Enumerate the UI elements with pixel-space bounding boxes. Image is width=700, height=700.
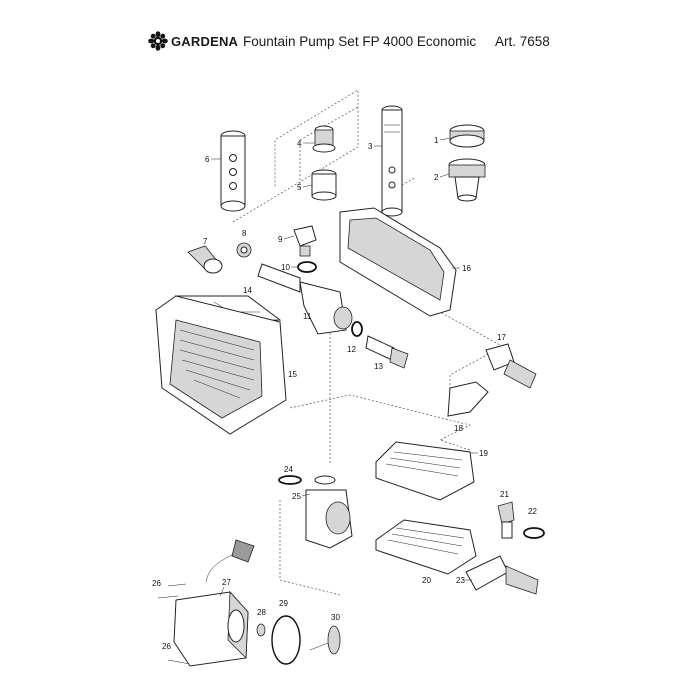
part-label: 27: [219, 578, 231, 597]
svg-text:1: 1: [434, 136, 439, 145]
part-label: 16: [452, 264, 471, 273]
svg-text:26: 26: [162, 642, 171, 651]
svg-text:6: 6: [205, 155, 210, 164]
part-label: 24: [284, 465, 293, 474]
part-label: 14: [243, 286, 252, 295]
part-label: 29: [279, 599, 288, 608]
part-10-o-ring: [297, 261, 317, 273]
part-25-pump-head: [305, 475, 353, 549]
part-labels: 1 2 3 4 5 6 7 8 9 10 11 12 13 14 15 16 1…: [152, 136, 537, 651]
part-13-nozzle: [365, 335, 409, 369]
part-label: 28: [257, 608, 266, 617]
svg-text:29: 29: [279, 599, 288, 608]
gardena-flower-icon: [148, 31, 168, 51]
part-28-washer: [256, 623, 266, 637]
part-label: 7: [203, 237, 208, 246]
part-label: 13: [374, 362, 383, 371]
svg-text:26: 26: [152, 579, 161, 588]
svg-text:12: 12: [347, 345, 356, 354]
gardena-logo: GARDENA: [148, 31, 238, 51]
part-11-distributor: [257, 263, 353, 335]
part-label: 30: [331, 613, 340, 622]
svg-text:18: 18: [454, 424, 463, 433]
part-label: 1: [434, 136, 451, 145]
part-4-nozzle: [312, 125, 336, 153]
part-21-valve: [497, 501, 515, 539]
part-label: 9: [278, 235, 295, 244]
svg-text:28: 28: [257, 608, 266, 617]
svg-text:17: 17: [497, 333, 506, 342]
svg-text:8: 8: [242, 229, 247, 238]
part-label: 11: [303, 312, 312, 321]
svg-text:13: 13: [374, 362, 383, 371]
part-label: 3: [368, 142, 382, 151]
svg-text:16: 16: [462, 264, 471, 273]
part-26-screw-top: [157, 583, 187, 599]
svg-text:23: 23: [456, 576, 465, 585]
svg-text:3: 3: [368, 142, 373, 151]
part-label: 2: [434, 173, 450, 182]
part-label: 8: [242, 229, 247, 238]
part-29-seal-ring: [271, 615, 301, 665]
part-label: 26: [162, 642, 171, 651]
svg-text:21: 21: [500, 490, 509, 499]
svg-text:14: 14: [243, 286, 252, 295]
part-19-filter-cover: [375, 441, 475, 501]
svg-text:10: 10: [281, 263, 290, 272]
document-title: Fountain Pump Set FP 4000 Economic: [243, 34, 477, 49]
svg-text:30: 30: [331, 613, 340, 622]
part-12-o-ring: [351, 321, 363, 337]
part-18-cover-plate: [447, 381, 489, 417]
svg-text:27: 27: [222, 578, 231, 587]
svg-text:19: 19: [479, 449, 488, 458]
part-label: 19: [470, 449, 488, 458]
part-17-hose-connector: [485, 343, 537, 389]
svg-text:25: 25: [292, 492, 301, 501]
svg-text:20: 20: [422, 576, 431, 585]
part-label: 4: [297, 139, 315, 148]
part-30-impeller: [309, 625, 341, 655]
part-label: 17: [497, 333, 506, 342]
svg-text:22: 22: [528, 507, 537, 516]
part-label: 26: [152, 579, 161, 588]
part-5-coupling: [311, 169, 337, 201]
part-8-nut: [236, 242, 252, 258]
part-label: 5: [297, 183, 313, 192]
svg-text:24: 24: [284, 465, 293, 474]
part-label: 21: [500, 490, 509, 499]
part-1-ring-nut: [449, 124, 485, 148]
part-label: 12: [347, 345, 356, 354]
part-9-valve-knob: [293, 225, 317, 257]
part-22-o-ring: [523, 527, 545, 539]
part-15-filter-housing: [155, 295, 287, 435]
svg-text:4: 4: [297, 139, 302, 148]
svg-text:7: 7: [203, 237, 208, 246]
part-23-outlet-connector: [465, 555, 539, 595]
part-16-housing-shell: [339, 207, 457, 317]
part-label: 18: [454, 424, 463, 433]
part-24-o-ring: [278, 475, 302, 485]
document-header: GARDENA Fountain Pump Set FP 4000 Econom…: [0, 0, 700, 70]
svg-text:5: 5: [297, 183, 302, 192]
part-label: 6: [205, 155, 221, 164]
part-label: 25: [292, 492, 311, 501]
article-number: Art. 7658: [495, 34, 550, 49]
svg-text:2: 2: [434, 173, 439, 182]
part-3-riser-tube: [381, 105, 403, 217]
part-label: 23: [456, 576, 472, 585]
svg-text:15: 15: [288, 370, 297, 379]
part-27-motor: [173, 539, 255, 667]
part-label: 22: [528, 507, 537, 516]
part-6-fountain-head: [220, 130, 246, 212]
part-label: 10: [281, 263, 298, 272]
svg-text:9: 9: [278, 235, 283, 244]
part-7-hose-connector: [187, 245, 223, 274]
svg-text:11: 11: [303, 312, 312, 321]
part-20-filter-tray: [375, 519, 477, 575]
part-label: 20: [422, 576, 431, 585]
part-label: 15: [288, 370, 297, 379]
part-2-adapter: [448, 158, 486, 202]
brand-name: GARDENA: [171, 33, 239, 49]
